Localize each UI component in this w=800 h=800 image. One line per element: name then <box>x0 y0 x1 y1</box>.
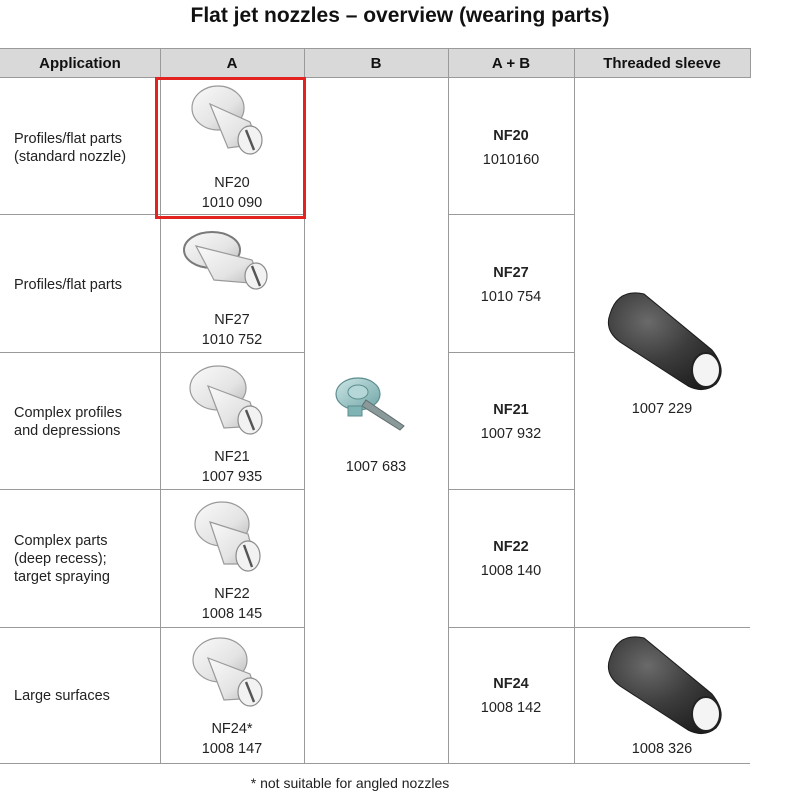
highlight-box <box>155 77 306 219</box>
a-part-name: NF20 <box>214 175 250 191</box>
ab-part-name: NF20 <box>493 128 529 144</box>
ab-part-name: NF27 <box>493 265 529 281</box>
nozzle-nf27-image <box>183 231 268 290</box>
threaded-sleeve-image <box>607 636 722 734</box>
nozzle-nf24-image <box>192 637 263 707</box>
threaded-sleeve-image <box>607 292 722 390</box>
ab-part-code: 1010160 <box>482 152 540 168</box>
grid-line <box>160 48 161 764</box>
row-divider <box>0 352 304 353</box>
b-part-code: 1007 683 <box>345 459 407 475</box>
page-title: Flat jet nozzles – overview (wearing par… <box>190 4 610 27</box>
ab-part-code: 1008 142 <box>480 700 542 716</box>
application-text: Large surfaces <box>14 688 110 704</box>
header-a-plus-b: A + B <box>448 48 574 78</box>
row-divider <box>448 489 574 490</box>
application-text: Profiles/flat parts (standard nozzle) <box>14 131 127 165</box>
a-part-name: NF22 <box>214 586 250 602</box>
b-part-image <box>335 377 405 431</box>
ab-part-code: 1007 932 <box>480 426 542 442</box>
row-divider <box>448 214 574 215</box>
application-text: Profiles/flat parts <box>14 277 122 293</box>
ab-part-name: NF21 <box>493 402 529 418</box>
grid-line <box>750 48 751 78</box>
row-divider <box>448 627 574 628</box>
sleeve-code: 1007 229 <box>631 401 693 417</box>
nozzle-nf20-image <box>191 85 263 155</box>
row-divider <box>0 214 304 215</box>
ab-part-code: 1008 140 <box>480 563 542 579</box>
row-divider <box>448 352 574 353</box>
row-divider <box>0 489 304 490</box>
grid-line <box>574 48 575 764</box>
application-text: Complex profiles and depressions <box>14 405 122 439</box>
header-a: A <box>160 48 304 78</box>
footnote: * not suitable for angled nozzles <box>250 775 450 791</box>
grid-line <box>448 48 449 764</box>
a-part-code: 1008 147 <box>201 741 263 757</box>
header-application: Application <box>0 48 160 78</box>
nozzle-nf21-image <box>189 365 263 435</box>
header-threaded-sleeve: Threaded sleeve <box>574 48 750 78</box>
header-b: B <box>304 48 448 78</box>
grid-line <box>304 48 305 764</box>
row-divider <box>574 627 750 628</box>
a-part-name: NF24* <box>211 721 253 737</box>
a-part-code: 1008 145 <box>201 606 263 622</box>
nozzle-table: Application A B A + B Threaded sleeve <box>0 48 800 764</box>
application-text: Complex parts (deep recess); target spra… <box>14 533 110 585</box>
nozzle-nf22-image <box>194 501 261 572</box>
a-part-name: NF21 <box>214 449 250 465</box>
a-part-code: 1010 752 <box>201 332 263 348</box>
ab-part-name: NF22 <box>493 539 529 555</box>
ab-part-code: 1010 754 <box>480 289 542 305</box>
row-divider <box>0 627 304 628</box>
sleeve-code: 1008 326 <box>631 741 693 757</box>
ab-part-name: NF24 <box>493 676 529 692</box>
a-part-name: NF27 <box>214 312 250 328</box>
table-bottom-line <box>0 763 750 764</box>
a-part-code: 1010 090 <box>201 195 263 211</box>
a-part-code: 1007 935 <box>201 469 263 485</box>
